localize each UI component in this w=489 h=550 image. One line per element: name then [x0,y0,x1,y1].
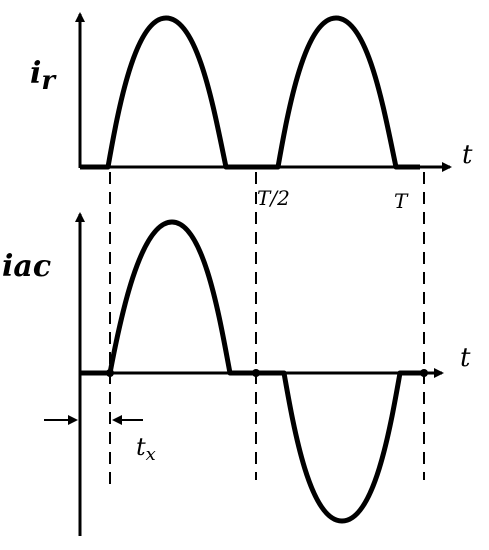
crossing-dot-period [420,369,428,377]
bottom-y-label-main: i [2,249,13,284]
tick-label-period: T [394,189,409,213]
bottom-y-axis-label: iac [2,249,51,284]
tx-label: tx [136,433,156,465]
crossing-dot-half-period [252,369,260,377]
bottom-y-label-sub: ac [13,249,51,284]
tx-label-sub: x [146,444,156,465]
top-y-axis-label: ir [30,56,57,96]
top-waveform [80,15,420,170]
top-x-axis-label: t [462,140,473,170]
top-plot: t ir T/2 T [30,12,473,213]
top-y-label-main: i [30,56,41,91]
top-y-label-sub: r [41,66,57,96]
guide-lines [109,172,425,492]
tx-label-main: t [136,433,146,461]
bottom-x-axis-label: t [460,343,471,373]
crossing-dot-tx [106,369,114,377]
tick-label-half-period: T/2 [257,186,290,210]
bottom-plot: t iac tx [2,212,471,536]
